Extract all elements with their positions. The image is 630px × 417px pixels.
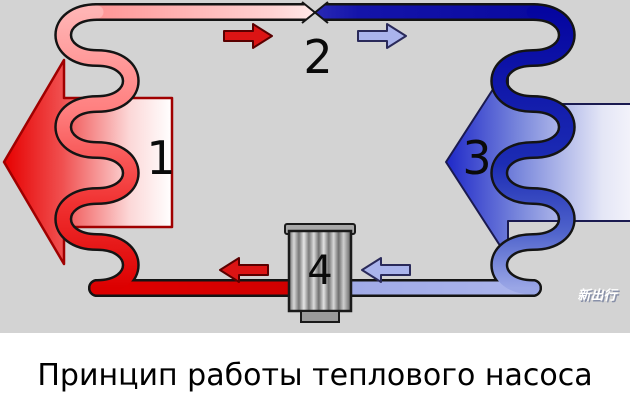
evaporator-coil — [492, 5, 574, 295]
watermark-shadow: 新出行 — [579, 289, 620, 305]
cold-flow-arrow-top — [357, 23, 407, 49]
condenser-coil — [56, 5, 138, 295]
label-compressor: 4 — [307, 248, 332, 294]
compressor-body — [287, 229, 353, 313]
label-evaporator: 3 — [462, 131, 491, 185]
label-condenser: 1 — [146, 131, 175, 185]
diagram-title: Принцип работы теплового насоса — [37, 357, 593, 393]
cold-flow-arrow-bottom — [361, 257, 411, 283]
expansion-valve — [301, 1, 329, 24]
hot-flow-arrow-bottom — [219, 257, 269, 283]
compressor — [284, 223, 356, 323]
hot-flow-arrow-top — [223, 23, 273, 49]
caption-bar: Принцип работы теплового насоса — [0, 333, 630, 417]
label-expansion-valve: 2 — [303, 30, 332, 84]
watermark: 新出行 — [577, 288, 618, 304]
compressor-base — [300, 310, 340, 323]
heat-output-arrow — [2, 58, 174, 266]
heat-pump-schematic: 1 2 3 4 新出行 新出行 — [0, 0, 630, 333]
